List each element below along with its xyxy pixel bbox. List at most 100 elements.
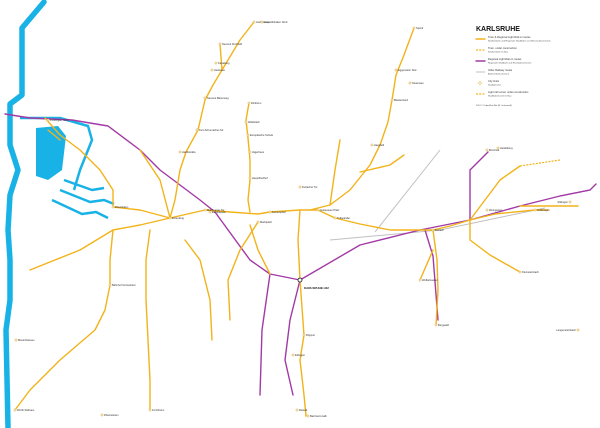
station[interactable]: Bergwald [434,323,449,327]
station[interactable]: Tullastraße [333,216,351,220]
station-marker[interactable] [370,143,374,147]
station-marker[interactable] [247,101,251,105]
station[interactable]: Langensteinbach [556,328,580,332]
station-marker[interactable] [418,278,422,282]
station-marker[interactable] [316,208,320,212]
station-marker[interactable] [306,414,310,418]
station-label: Neureut Kirchfeld [222,42,243,46]
station[interactable]: Europaplatz [208,210,227,214]
station[interactable]: Hauptfriedhof [248,176,268,180]
station[interactable]: Kronenplatz [268,210,287,214]
station-marker[interactable] [111,205,115,209]
station-marker[interactable] [295,408,299,412]
station[interactable]: Maximiliansau [14,338,35,342]
station-marker[interactable] [268,210,272,214]
station-marker[interactable] [218,42,222,46]
station[interactable]: Heidesee [210,68,226,72]
station-marker[interactable] [178,150,182,154]
station-marker[interactable] [485,148,489,152]
station-marker[interactable] [195,128,199,132]
station[interactable]: Waldstadt [244,120,260,124]
station-marker[interactable] [298,185,302,189]
main-station-marker[interactable] [297,277,303,283]
station[interactable]: Wolfartsweier [418,278,438,282]
station-marker[interactable] [302,333,306,337]
station[interactable]: Grötzingen [533,208,550,212]
station[interactable]: Rheinstetten [100,413,119,417]
station[interactable]: Blankenloch [390,98,409,102]
station[interactable]: Forchheim [148,408,164,412]
station[interactable]: Heidelberg [496,146,513,150]
station[interactable]: Entenfang [168,216,184,220]
station[interactable]: Jägerhaus [248,150,265,154]
station-marker[interactable] [496,146,500,150]
station[interactable]: Gottesauer Platz [316,208,340,212]
station-marker[interactable] [148,408,152,412]
station[interactable]: Söllingen [557,200,572,204]
station-marker[interactable] [168,216,172,220]
station-marker[interactable] [390,98,394,102]
station[interactable]: Weingarten [485,208,503,212]
station-marker[interactable] [260,20,264,24]
station[interactable]: Bahnhof Grünwinkel [108,283,136,287]
station-marker[interactable] [14,338,18,342]
station-marker[interactable] [256,220,260,224]
station[interactable]: Neureut Kirchfeld [218,42,243,46]
station-marker[interactable] [568,200,572,204]
station[interactable]: Bad Herrenalb [306,414,327,418]
station[interactable]: Kanalweg [214,61,230,65]
station-marker[interactable] [533,208,537,212]
station-marker[interactable] [203,208,207,212]
station[interactable]: Kleinsteinbach [518,270,540,274]
main-station[interactable]: KARLSRUHE Hbf [297,277,329,290]
station-marker[interactable] [46,118,50,122]
station-marker[interactable] [214,61,218,65]
station[interactable]: Hardtstraße [178,150,196,154]
station[interactable]: Eggenstein Süd [394,68,417,72]
station-marker[interactable] [246,133,250,137]
station-marker[interactable] [576,328,580,332]
station-marker[interactable] [248,176,252,180]
station-marker[interactable] [408,81,412,85]
station[interactable]: Durlach [431,228,445,232]
station-marker[interactable] [434,323,438,327]
station[interactable]: Ettlingen [291,353,306,357]
station-marker[interactable] [244,120,248,124]
station[interactable]: Spöck [412,26,424,30]
station[interactable]: Mühlburger Tor [203,208,225,212]
station-marker[interactable] [518,270,522,274]
station-marker[interactable] [394,68,398,72]
station-marker[interactable] [291,353,295,357]
station-marker[interactable] [431,228,435,232]
station-label: Stutensee [412,81,424,85]
station-marker[interactable] [333,216,337,220]
station[interactable]: Knielingen Nord [46,118,69,122]
station[interactable]: Leopoldshafen Nord [260,20,288,24]
station[interactable]: Durlacher Tor [298,185,318,189]
station-marker[interactable] [252,20,256,24]
station-label: Hagsfeld [374,143,385,147]
station-marker[interactable] [100,413,104,417]
station[interactable]: Marktplatz [256,220,273,224]
station[interactable]: Bruchsal [485,148,500,152]
station[interactable]: Rheinhafen [111,205,129,209]
station-marker[interactable] [412,26,416,30]
station[interactable]: Wörth Rathaus [13,408,35,412]
station-marker[interactable] [203,96,207,100]
station-marker[interactable] [210,68,214,72]
station[interactable]: Stutensee [408,81,424,85]
station[interactable]: Hagsfeld [370,143,385,147]
station-marker[interactable] [108,283,112,287]
station-marker[interactable] [208,210,212,214]
station-marker[interactable] [13,408,17,412]
station-marker[interactable] [248,150,252,154]
station[interactable]: Kurt-Schumacher-Str. [195,128,224,132]
station[interactable]: Neureut Bärenweg [203,96,229,100]
station[interactable]: Rastatt [295,408,308,412]
station[interactable]: Europäische Schule [246,133,274,137]
station[interactable]: Rintheim [247,101,261,105]
station-marker[interactable] [485,208,489,212]
station[interactable]: Rüppurr [302,333,316,337]
station-label: Maximiliansau [18,338,35,342]
